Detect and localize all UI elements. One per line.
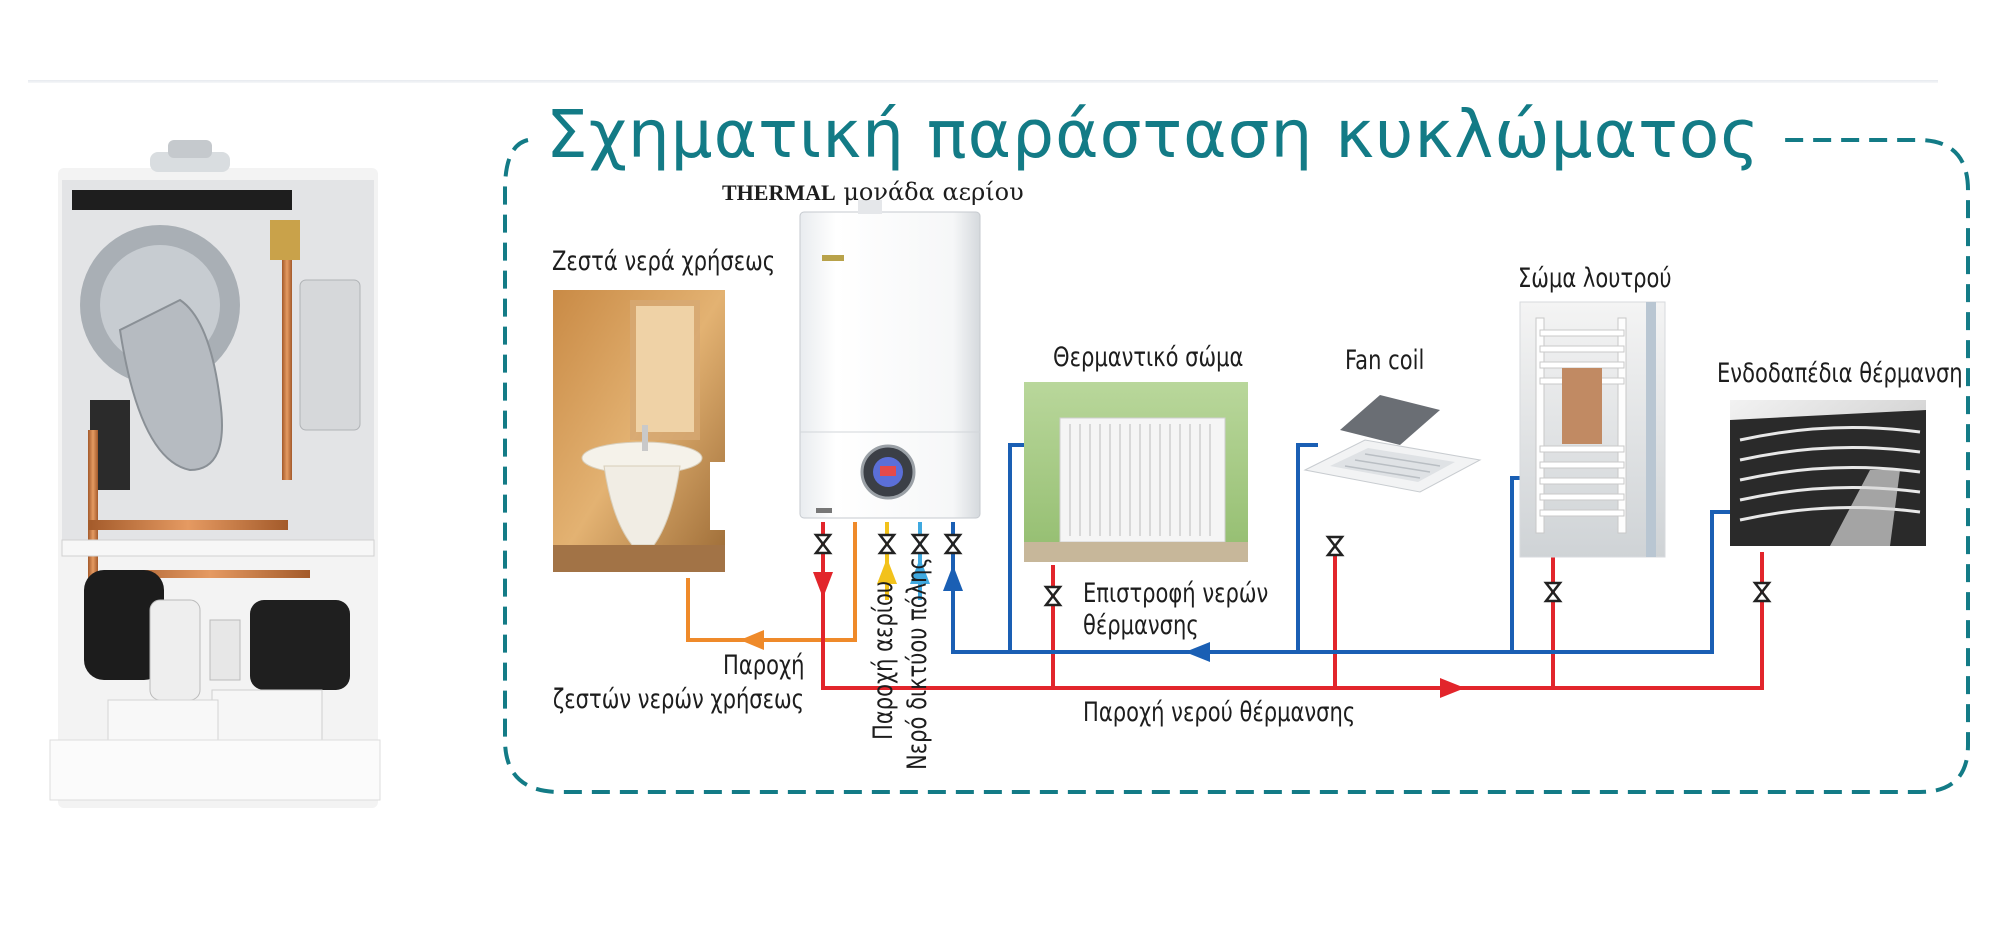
boiler-unit	[799, 200, 981, 519]
boiler-interior-photo	[49, 140, 381, 808]
radiator-photo	[1024, 382, 1248, 562]
hot-water-use-label: Ζεστά νερά χρήσεως	[552, 246, 776, 277]
hot-water-supply-label-1: Παροχή	[722, 650, 804, 681]
boiler-unit-label: THERMAL μονάδα αερίου	[722, 178, 1024, 206]
hot-water-supply-label-2: ζεστών νερών χρήσεως	[552, 684, 804, 715]
heating-supply-pipe	[821, 522, 1764, 690]
heating-return-pipe	[951, 510, 1735, 654]
towel-radiator-label: Σώμα λουτρού	[1518, 263, 1672, 294]
top-divider	[28, 80, 1938, 83]
diagram-title: Σχηματική παράσταση κυκλώματος	[540, 96, 1780, 173]
gas-supply-label: Παροχή αερίου	[868, 580, 899, 740]
heating-return-label-2: θέρμανσης	[1083, 610, 1199, 641]
boiler-return-arrow	[943, 565, 963, 591]
valve-icon	[813, 533, 1772, 607]
city-water-arrow	[910, 558, 930, 584]
hot-water-pipe	[686, 522, 857, 642]
hot-water-arrow	[740, 630, 764, 650]
gas-arrow	[877, 558, 897, 584]
sink-photo	[553, 290, 727, 572]
city-water-label: Νερό δικτύου πόλης	[902, 557, 933, 770]
floor-heating-label: Ενδοδαπέδια θέρμανση	[1717, 358, 1963, 389]
fan-coil-label: Fan coil	[1345, 345, 1425, 376]
heating-supply-arrow	[1440, 678, 1465, 698]
thermal-brand: THERMAL	[722, 180, 836, 205]
floor-heating-photo	[1730, 400, 1926, 546]
heating-return-label-1: Επιστροφή νερών	[1083, 578, 1269, 609]
heating-supply-label: Παροχή νερού θέρμανσης	[1083, 697, 1356, 728]
boiler-supply-arrow	[813, 572, 833, 598]
towel-radiator-photo	[1519, 301, 1666, 558]
fan-coil-photo	[1303, 395, 1482, 493]
thermal-unit-text: μονάδα αερίου	[843, 178, 1024, 206]
heating-return-arrow	[1185, 642, 1210, 662]
radiator-label: Θερμαντικό σώμα	[1053, 342, 1244, 373]
dashed-frame	[503, 138, 1970, 794]
